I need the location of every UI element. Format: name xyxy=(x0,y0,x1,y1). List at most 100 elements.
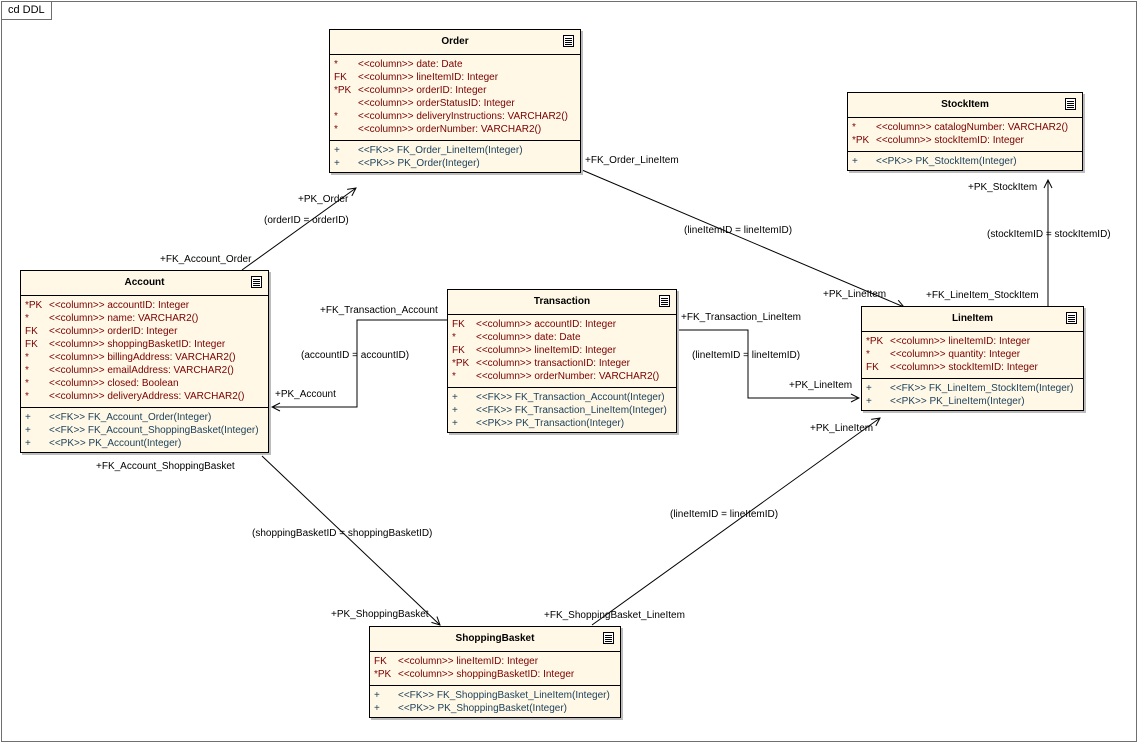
column-row[interactable]: *PK <<column>> shoppingBasketID: Integer xyxy=(370,668,620,681)
operation-row[interactable]: +<<FK>> FK_LineItem_StockItem(Integer) xyxy=(862,382,1083,395)
columns-compartment: FK<<column>> accountID: Integer*<<column… xyxy=(448,315,676,388)
operation-row[interactable]: +<<FK>> FK_Transaction_LineItem(Integer) xyxy=(448,404,676,417)
operation-row[interactable]: + <<FK>> FK_Transaction_Account(Integer) xyxy=(448,391,676,404)
column-row[interactable]: *<<column>> orderNumber: VARCHAR2() xyxy=(448,370,676,383)
link-basket-lineitem[interactable] xyxy=(591,418,880,626)
column-key: * xyxy=(25,378,29,389)
column-row[interactable]: *PK<<column>> stockItemID: Integer xyxy=(848,134,1082,147)
column-row[interactable]: FK<<column>> lineItemID: Integer xyxy=(370,655,620,668)
column-text: <<column>> billingAddress: VARCHAR2() xyxy=(49,352,236,363)
column-row[interactable]: FK<<column>> accountID: Integer xyxy=(448,318,676,331)
operations-compartment: +<<FK>> FK_LineItem_StockItem(Integer)+<… xyxy=(862,379,1083,410)
fk-basket-lineitem-role: +FK_ShoppingBasket_LineItem xyxy=(544,610,685,621)
operation-row[interactable]: +<<PK>> PK_Transaction(Integer) xyxy=(448,417,676,430)
table-icon xyxy=(251,276,262,288)
column-row[interactable]: *<<column>> date: Date xyxy=(448,331,676,344)
table-header: LineItem xyxy=(862,307,1083,332)
operation-visibility: + xyxy=(866,396,872,407)
columns-compartment: *PK<<column>> accountID: Integer*<<colum… xyxy=(21,296,268,408)
column-row[interactable]: FK<<column>> stockItemID: Integer xyxy=(862,361,1083,374)
operation-row[interactable]: +<<FK>> FK_ShoppingBasket_LineItem(Integ… xyxy=(370,689,620,702)
column-row[interactable]: *<<column>> deliveryAddress: VARCHAR2() xyxy=(21,390,268,403)
pk-order-role: +PK_Order xyxy=(298,194,349,205)
column-key: * xyxy=(452,332,456,343)
operation-row[interactable]: +<<PK>> PK_ShoppingBasket(Integer) xyxy=(370,702,620,715)
column-row[interactable]: *<<column>> catalogNumber: VARCHAR2() xyxy=(848,121,1082,134)
operation-text: <<FK>> FK_Transaction_LineItem(Integer) xyxy=(476,405,667,416)
column-row[interactable]: *<<column>> deliveryInstructions: VARCHA… xyxy=(330,110,580,123)
column-text: <<column>> transactionID: Integer xyxy=(476,358,630,369)
column-row[interactable]: *<<column>> billingAddress: VARCHAR2() xyxy=(21,351,268,364)
operation-visibility: + xyxy=(452,392,458,403)
link-account-basket[interactable] xyxy=(261,455,440,625)
column-row[interactable]: *<<column>> orderNumber: VARCHAR2() xyxy=(330,123,580,136)
column-row[interactable]: <<column>> orderStatusID: Integer xyxy=(330,97,580,110)
fk-account-order-role: +FK_Account_Order xyxy=(160,254,252,265)
column-row[interactable]: *PK<<column>> transactionID: Integer xyxy=(448,357,676,370)
link-order-lineitem[interactable] xyxy=(581,169,904,307)
column-key: * xyxy=(25,391,29,402)
link-transaction-lineitem[interactable] xyxy=(678,329,859,398)
operation-row[interactable]: + <<FK>> FK_Account_ShoppingBasket(Intege… xyxy=(21,424,268,437)
operation-visibility: + xyxy=(374,690,380,701)
column-text: <<column>> accountID: Integer xyxy=(476,319,617,330)
operation-text: <<FK>> FK_Account_Order(Integer) xyxy=(49,412,212,423)
operation-row[interactable]: +<<PK>> PK_LineItem(Integer) xyxy=(862,395,1083,408)
column-row[interactable]: *<<column>> closed: Boolean xyxy=(21,377,268,390)
operation-row[interactable]: +<<PK>> PK_StockItem(Integer) xyxy=(848,155,1082,168)
column-key: *PK xyxy=(25,300,43,311)
columns-compartment: *<<column>> catalogNumber: VARCHAR2()*PK… xyxy=(848,118,1082,152)
pk-lineitem-role-order: +PK_LineItem xyxy=(823,289,887,300)
operation-row[interactable]: +<<PK>> PK_Order(Integer) xyxy=(330,157,580,170)
link-account-order[interactable] xyxy=(241,188,356,271)
order-lineitem-condition: (lineItemID = lineItemID) xyxy=(684,225,793,236)
operation-row[interactable]: +<<PK>> PK_Account(Integer) xyxy=(21,437,268,450)
operation-row[interactable]: + <<FK>> FK_Account_Order(Integer) xyxy=(21,411,268,424)
column-row[interactable]: FK<<column>> shoppingBasketID: Integer xyxy=(21,338,268,351)
column-text: <<column>> orderStatusID: Integer xyxy=(358,98,515,109)
column-key: * xyxy=(334,59,338,70)
column-text: <<column>> deliveryInstructions: VARCHAR… xyxy=(358,111,568,122)
table-header: Transaction xyxy=(448,290,676,315)
column-row[interactable]: *<<column>> name: VARCHAR2() xyxy=(21,312,268,325)
operation-visibility: + xyxy=(25,425,31,436)
pk-account-role: +PK_Account xyxy=(275,389,336,400)
column-text: <<column>> shoppingBasketID: Integer xyxy=(398,669,575,680)
column-key: * xyxy=(25,313,29,324)
pk-lineitem-role-transaction: +PK_LineItem xyxy=(789,380,853,391)
fk-transaction-lineitem-role: +FK_Transaction_LineItem xyxy=(681,312,801,323)
column-row[interactable]: *PK<<column>> orderID: Integer xyxy=(330,84,580,97)
operation-text: <<FK>> FK_Account_ShoppingBasket(Integer… xyxy=(49,425,259,436)
table-header: Order xyxy=(330,30,580,55)
column-row[interactable]: FK<<column>> orderID: Integer xyxy=(21,325,268,338)
column-key: *PK xyxy=(374,669,392,680)
column-row[interactable]: *<<column>> quantity: Integer xyxy=(862,348,1083,361)
transaction-account-condition: (accountID = accountID) xyxy=(301,350,410,361)
pk-lineitem-role-basket: +PK_LineItem xyxy=(810,423,874,434)
operations-compartment: +<<PK>> PK_StockItem(Integer) xyxy=(848,152,1082,170)
operation-text: <<PK>> PK_Order(Integer) xyxy=(358,158,480,169)
table-account[interactable]: Account*PK<<column>> accountID: Integer*… xyxy=(20,270,269,453)
column-row[interactable]: *PK<<column>> accountID: Integer xyxy=(21,299,268,312)
column-row[interactable]: *PK<<column>> lineItemID: Integer xyxy=(862,335,1083,348)
operation-visibility: + xyxy=(25,412,31,423)
column-row[interactable]: FK<<column>> lineItemID: Integer xyxy=(330,71,580,84)
operation-row[interactable]: +<<FK>> FK_Order_LineItem(Integer) xyxy=(330,144,580,157)
table-lineitem[interactable]: LineItem *PK<<column>> lineItemID: Intege… xyxy=(861,306,1084,411)
link-transaction-account[interactable] xyxy=(272,319,447,407)
column-row[interactable]: *<<column>> emailAddress: VARCHAR2() xyxy=(21,364,268,377)
table-stockitem[interactable]: StockItem*<<column>> catalogNumber: VARC… xyxy=(847,92,1083,171)
column-text: <<column>> stockItemID: Integer xyxy=(890,362,1038,373)
column-row[interactable]: FK<<column>> lineItemID: Integer xyxy=(448,344,676,357)
operation-visibility: + xyxy=(452,418,458,429)
operations-compartment: + <<FK>> FK_Account_Order(Integer) + <<FK>>… xyxy=(21,408,268,452)
operation-visibility: + xyxy=(334,145,340,156)
table-title: Account xyxy=(124,277,165,288)
account-basket-condition: (shoppingBasketID = shoppingBasketID) xyxy=(252,528,433,539)
operation-text: <<FK>> FK_Transaction_Account(Integer) xyxy=(476,392,665,403)
column-row[interactable]: *<<column>> date: Date xyxy=(330,58,580,71)
